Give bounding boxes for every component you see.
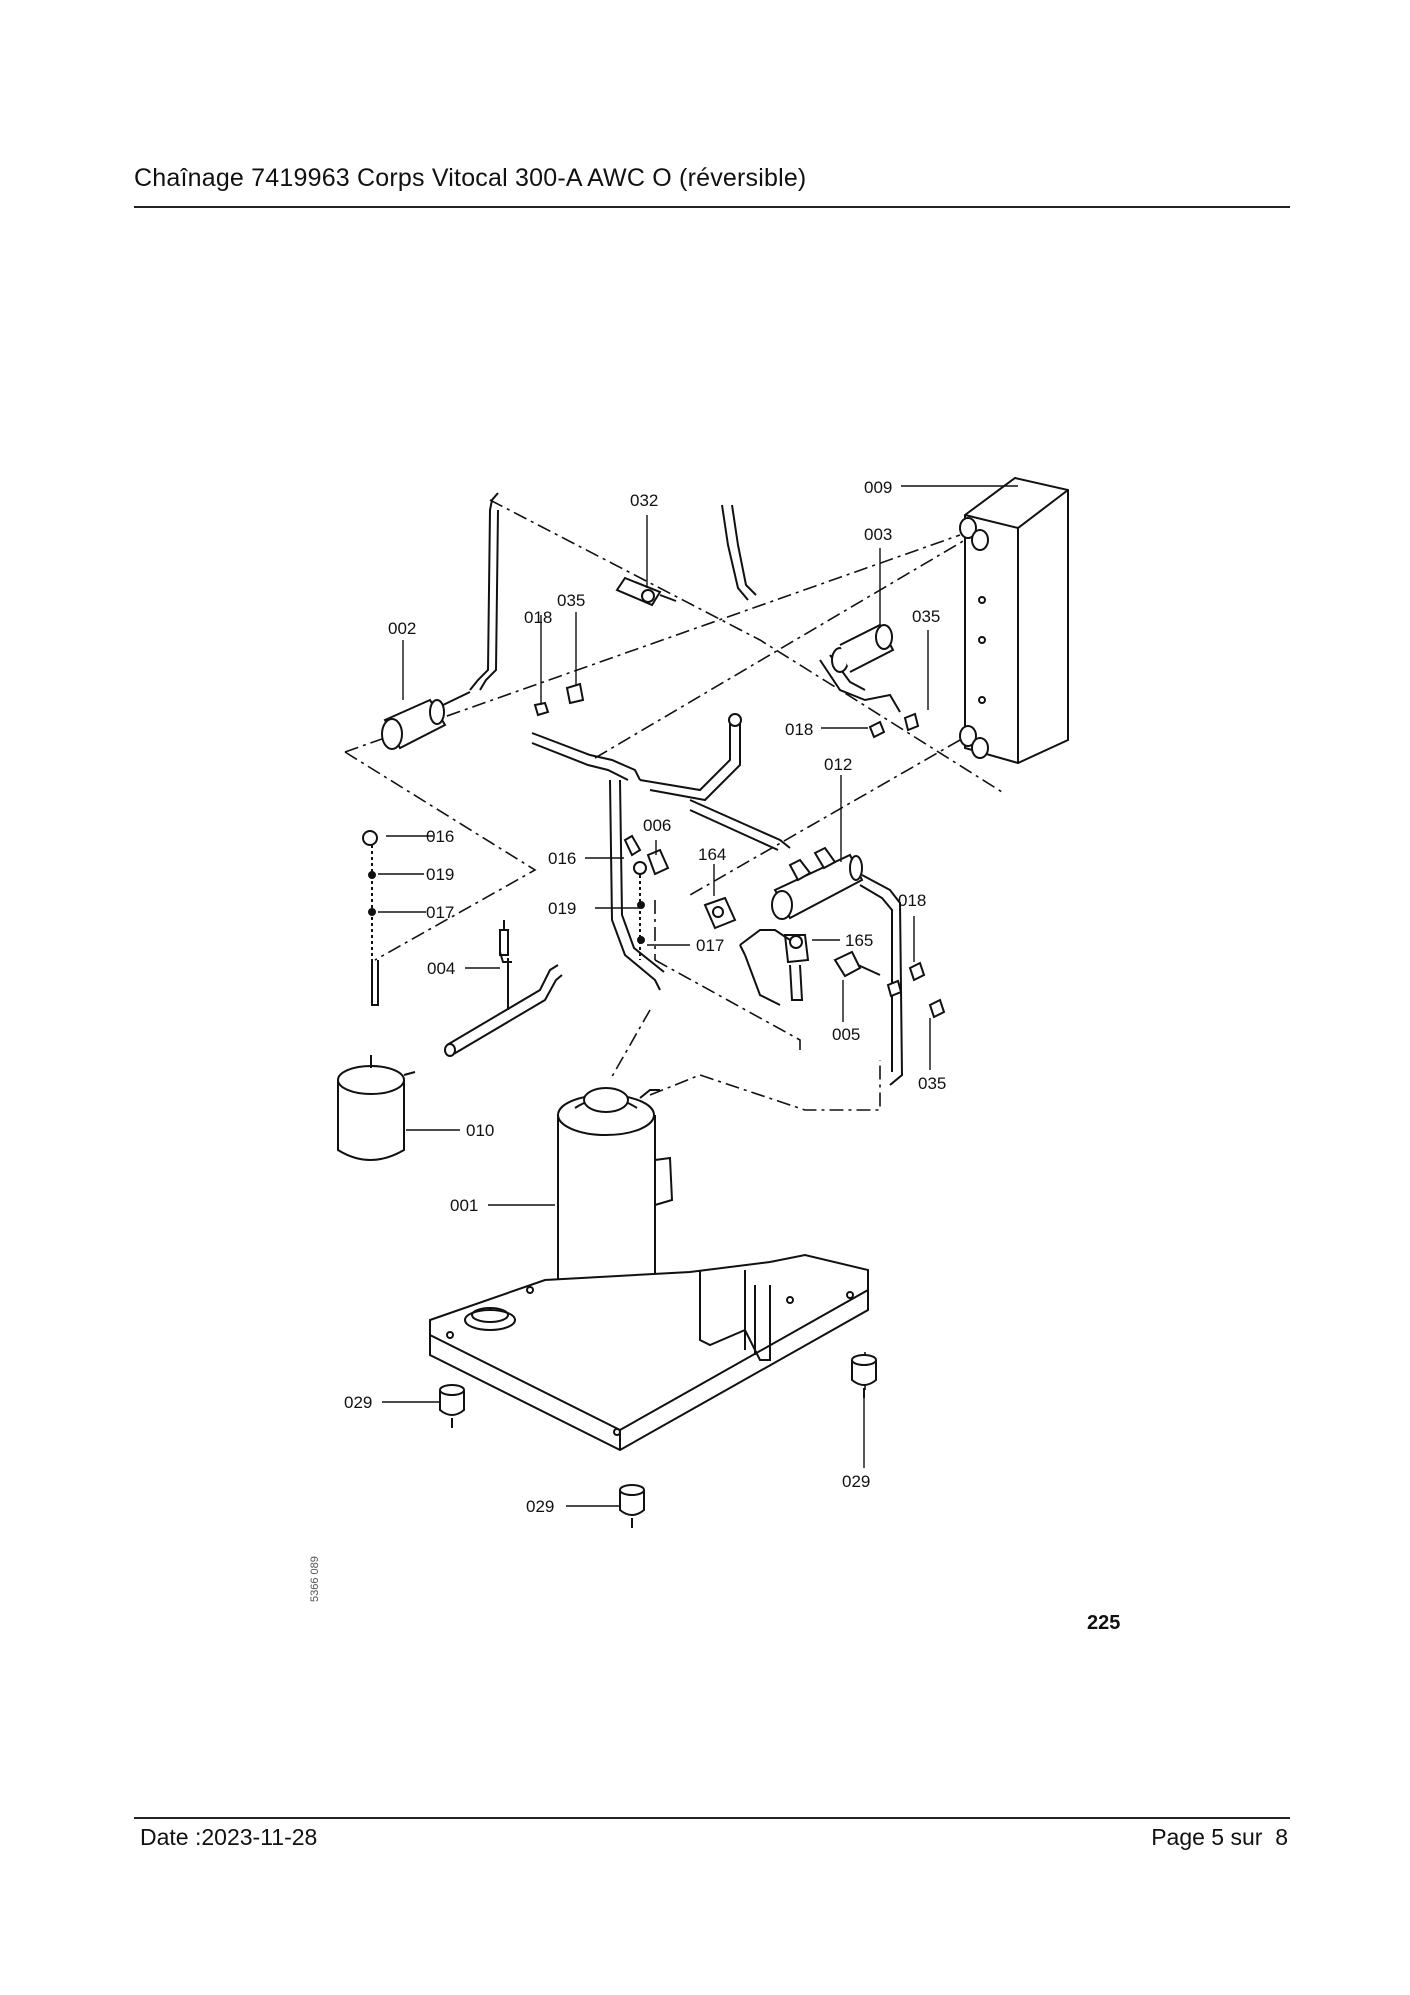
assembly-lines — [344, 499, 1003, 1398]
valve-005 — [833, 950, 881, 978]
small-fittings-upper — [533, 682, 920, 739]
pipe-middle — [531, 713, 791, 991]
footer-date: Date :2023-11-28 — [140, 1824, 318, 1850]
callout-029: 029 — [526, 1497, 554, 1516]
solenoid-coil-164 — [703, 896, 737, 930]
footer-rule — [134, 1817, 1290, 1819]
filter-drier — [381, 691, 471, 750]
callout-002: 002 — [388, 619, 416, 638]
callout-165: 165 — [845, 931, 873, 950]
callout-001: 001 — [450, 1196, 478, 1215]
callout-018: 018 — [785, 720, 813, 739]
service-valve-left — [362, 830, 379, 1006]
callout-035: 035 — [918, 1074, 946, 1093]
callout-035: 035 — [557, 591, 585, 610]
callout-003: 003 — [864, 525, 892, 544]
drawing-number: 5366 089 — [309, 1556, 321, 1602]
callout-012: 012 — [824, 755, 852, 774]
figure-number: 225 — [1087, 1612, 1120, 1634]
callout-005: 005 — [832, 1025, 860, 1044]
pressure-switch-004 — [444, 920, 563, 1057]
leader-lines — [378, 485, 1018, 1507]
refrigerant-pipe-upper — [469, 492, 499, 691]
callout-006: 006 — [643, 816, 671, 835]
callout-018: 018 — [524, 608, 552, 627]
callout-labels: 002 018 035 032 003 035 009 018 012 016 … — [344, 478, 946, 1516]
page-title: Chaînage 7419963 Corps Vitocal 300-A AWC… — [134, 164, 807, 192]
callout-004: 004 — [427, 959, 455, 978]
header-rule — [134, 206, 1290, 208]
solenoid-valve-165 — [739, 929, 810, 1006]
small-fittings-right — [886, 961, 946, 1019]
callout-017: 017 — [696, 936, 724, 955]
base-plate — [429, 1253, 869, 1452]
pipe-003 — [721, 504, 901, 713]
plate-heat-exchanger — [959, 476, 1069, 765]
callout-018: 018 — [898, 891, 926, 910]
callout-019: 019 — [548, 899, 576, 918]
callout-017: 017 — [426, 903, 454, 922]
callout-016: 016 — [426, 827, 454, 846]
callout-029: 029 — [344, 1393, 372, 1412]
callout-019: 019 — [426, 865, 454, 884]
callout-010: 010 — [466, 1121, 494, 1140]
page-counter: Page 5 sur 8 — [1151, 1824, 1288, 1850]
accumulator-010 — [337, 1055, 416, 1161]
callout-009: 009 — [864, 478, 892, 497]
anti-vibration-feet — [439, 1354, 877, 1528]
fitting-032 — [615, 576, 677, 607]
callout-016: 016 — [548, 849, 576, 868]
callout-035: 035 — [912, 607, 940, 626]
callout-032: 032 — [630, 491, 658, 510]
callout-029: 029 — [842, 1472, 870, 1491]
callout-164: 164 — [698, 845, 726, 864]
reversing-valve — [771, 846, 904, 1086]
